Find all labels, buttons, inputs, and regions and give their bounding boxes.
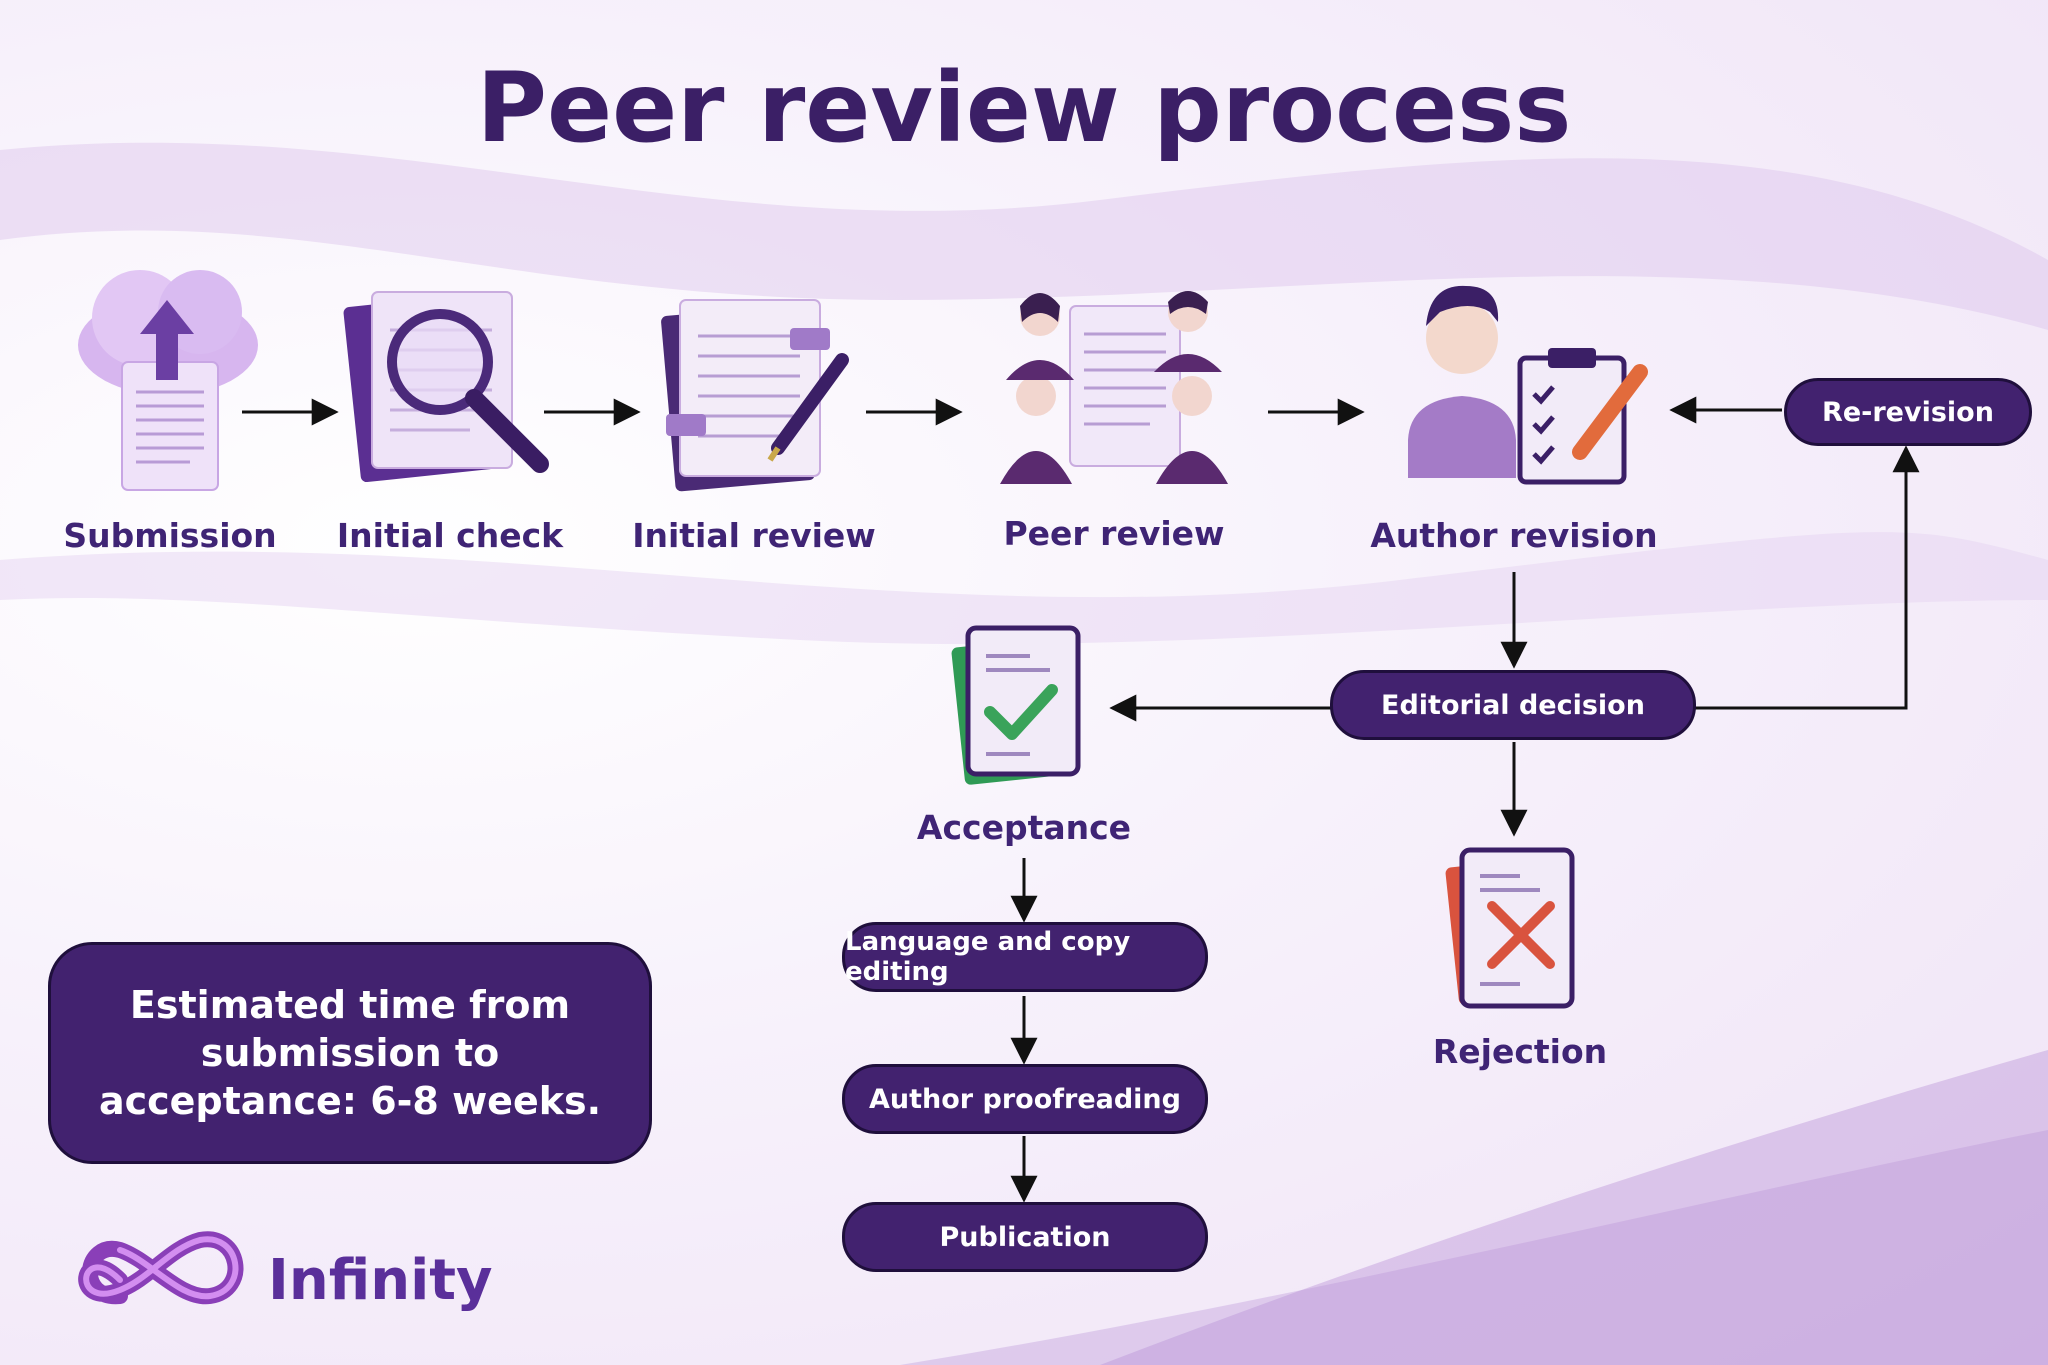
step-initial-review-label: Initial review: [632, 516, 876, 555]
step-peer-review-label: Peer review: [1003, 514, 1225, 553]
estimate-text: Estimated time from submission to accept…: [98, 983, 602, 1123]
estimate-box: Estimated time from submission to accept…: [48, 942, 652, 1164]
author-proofreading-node: Author proofreading: [842, 1064, 1208, 1134]
acceptance-label: Acceptance: [916, 808, 1132, 847]
x-mark-document-icon: [1445, 847, 1575, 1009]
flow-arrows: [242, 396, 1920, 1203]
step-author-revision-label: Author revision: [1370, 516, 1658, 555]
cloud-upload-document-icon: [78, 270, 258, 491]
editorial-decision-node: Editorial decision: [1330, 670, 1696, 740]
author-clipboard-icon: [1408, 285, 1648, 485]
pen-annotated-documents-icon: [661, 299, 849, 492]
infinity-logo-icon: [78, 1231, 244, 1305]
re-revision-node: Re-revision: [1784, 378, 2032, 446]
step-initial-check-label: Initial check: [336, 516, 564, 555]
rejection-label: Rejection: [1432, 1032, 1608, 1071]
page-title: Peer review process: [476, 52, 1572, 164]
step-submission-label: Submission: [63, 516, 277, 555]
reviewers-group-icon: [1000, 291, 1228, 484]
checkmark-document-icon: [951, 625, 1081, 785]
brand-name: Infinity: [268, 1248, 493, 1313]
magnifier-documents-icon: [343, 291, 549, 483]
copy-editing-node: Language and copy editing: [842, 922, 1208, 992]
publication-node: Publication: [842, 1202, 1208, 1272]
